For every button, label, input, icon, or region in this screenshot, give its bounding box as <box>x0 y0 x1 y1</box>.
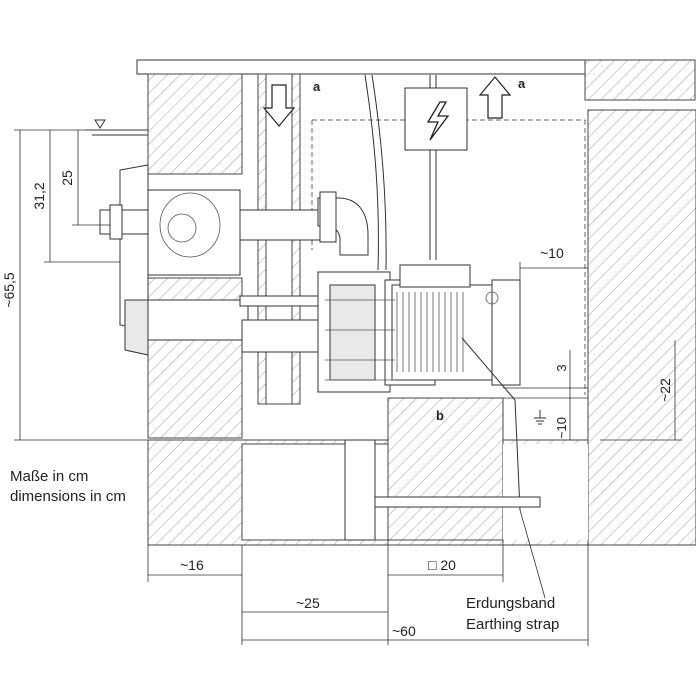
airflow-up-arrow-icon <box>478 76 512 119</box>
earthing-strap <box>461 337 521 511</box>
label-a-right: a <box>518 76 526 91</box>
dim-25-vertical: 25 <box>59 170 75 186</box>
airflow-down-arrow-icon <box>262 84 296 127</box>
dim-3: 3 <box>554 364 569 371</box>
label-b: b <box>436 408 444 423</box>
dim-22: ~22 <box>657 378 673 402</box>
ground-symbol-icon <box>534 410 546 425</box>
label-a-left: a <box>313 79 321 94</box>
right-top-block <box>584 59 696 101</box>
right-wall <box>587 109 696 546</box>
deck-slab <box>136 59 608 75</box>
dim-31-2: 31,2 <box>31 182 47 209</box>
earthing-bar <box>374 496 541 508</box>
dim-10-bottom: ~10 <box>554 417 569 439</box>
dim-20-square: □ 20 <box>428 557 456 573</box>
water-level-icon <box>86 119 148 136</box>
dim-65-5: ~65,5 <box>1 272 17 308</box>
dim-25-horizontal: ~25 <box>296 595 320 611</box>
electrical-hazard-icon <box>426 101 450 141</box>
floor-gap <box>503 444 588 540</box>
dim-60: ~60 <box>392 623 416 639</box>
jet-unit <box>99 164 249 356</box>
earthing-note-en: Earthing strap <box>466 616 559 633</box>
pump-base <box>387 397 504 541</box>
dimension-lines <box>14 129 682 646</box>
units-note-de: Maße in cm <box>10 468 88 485</box>
units-note-en: dimensions in cm <box>10 488 126 505</box>
pool-wall-upper <box>147 73 243 175</box>
dim-16: ~16 <box>180 557 204 573</box>
electrical-box <box>404 87 468 151</box>
pipework <box>239 191 369 353</box>
earthing-note-de: Erdungsband <box>466 595 555 612</box>
pump-assembly <box>317 264 521 393</box>
drain-pipe <box>344 439 376 541</box>
dim-10-top: ~10 <box>540 245 564 261</box>
